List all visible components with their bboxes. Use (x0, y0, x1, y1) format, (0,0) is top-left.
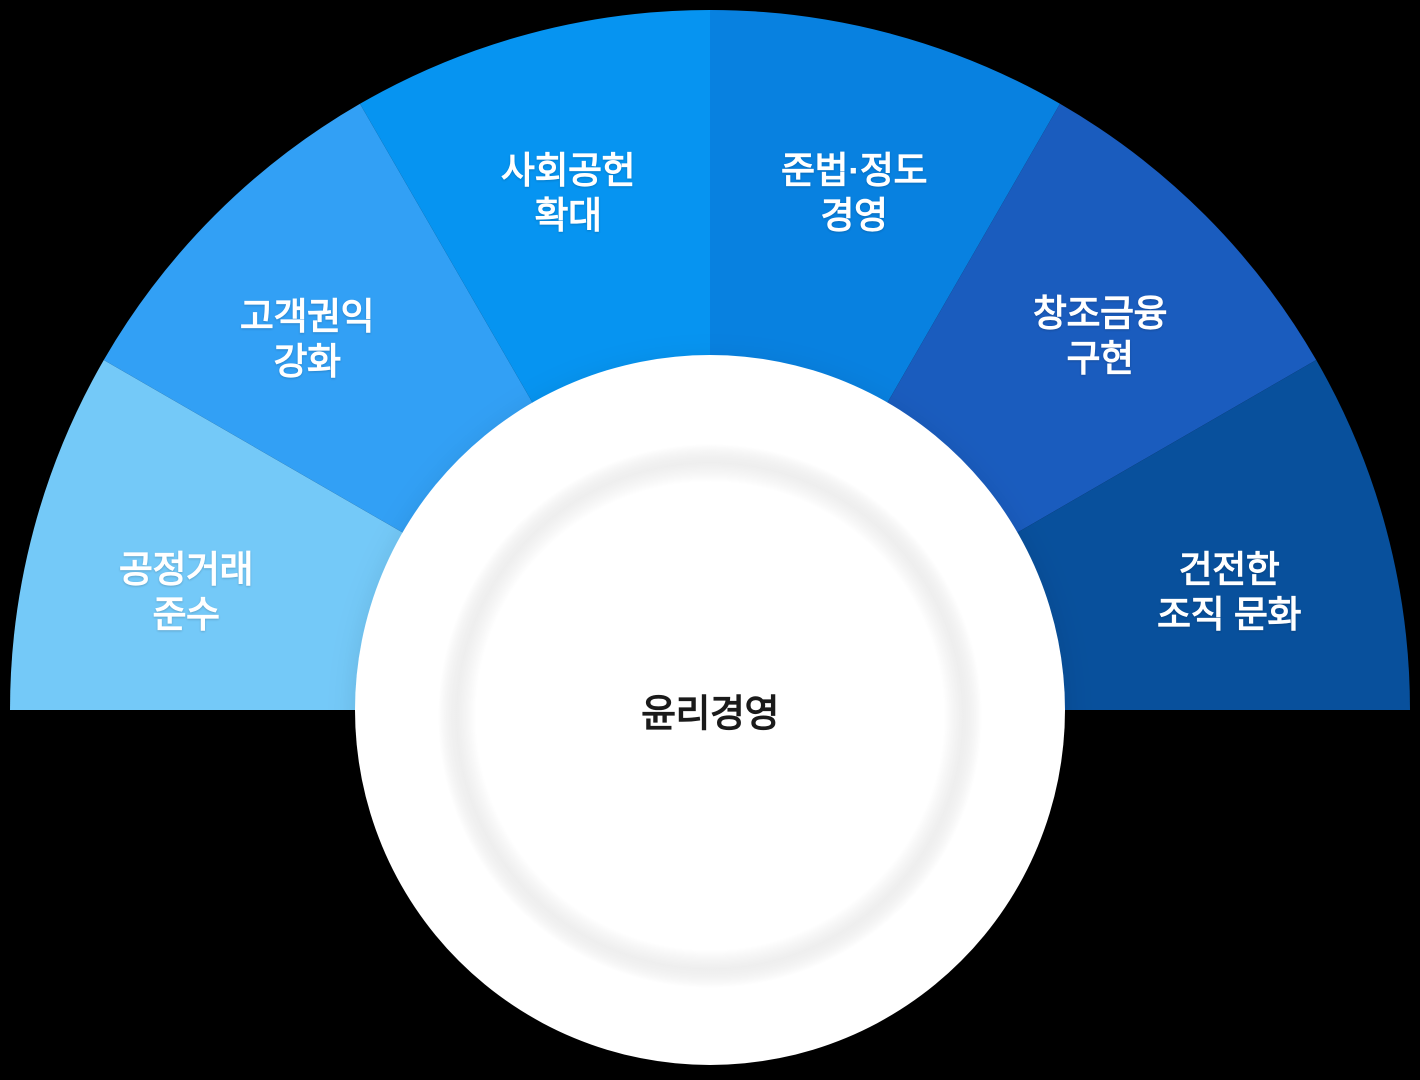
center-inner-disc (438, 444, 982, 988)
center-label: 윤리경영 (641, 693, 779, 736)
center-circle-group (355, 355, 1065, 1065)
